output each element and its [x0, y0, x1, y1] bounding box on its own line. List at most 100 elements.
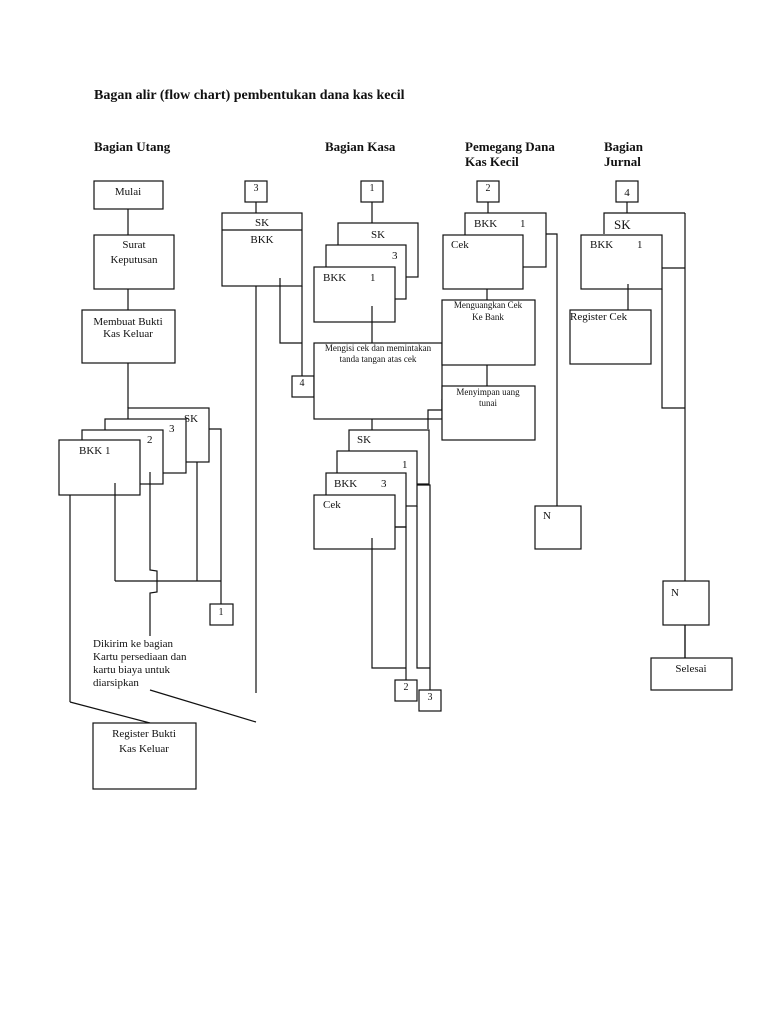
label-text: Kartu persediaan dan — [93, 651, 187, 663]
shape-box — [441, 299, 536, 366]
label-text: 1 — [637, 239, 643, 251]
membuat-label-1: Membuat Bukti — [93, 316, 162, 328]
column-header-pemegang-dana: Pemegang Dana Kas Kecil — [465, 139, 555, 169]
flow-line — [69, 701, 151, 724]
label-text: 2 — [404, 682, 409, 693]
shape-box — [81, 309, 176, 364]
label-text: BKK — [323, 272, 346, 284]
label-text: 2 — [147, 434, 153, 446]
shape-box — [418, 689, 442, 712]
shape-box — [394, 679, 418, 702]
label-text: 4 — [300, 378, 305, 389]
label-text: Cek — [451, 239, 469, 251]
column-header-bagian-kasa: Bagian Kasa — [325, 139, 396, 154]
label-text: Register Bukti — [112, 728, 176, 740]
jurnal-document-stack: SK BKK 1 — [580, 212, 685, 290]
connector-3-top: 3 — [244, 180, 268, 203]
start-terminal: Mulai — [93, 180, 164, 210]
label-text: Mengisi cek dan memintakan — [325, 343, 432, 353]
surat-label-2: Keputusan — [110, 254, 158, 266]
label-text: 4 — [624, 187, 630, 199]
surat-label-1: Surat — [122, 239, 145, 251]
shape-box — [209, 603, 234, 626]
doc-cek — [313, 494, 396, 550]
shape-box — [569, 309, 652, 365]
connector-2-kasa: 2 — [394, 679, 418, 702]
label-text: BKK — [474, 218, 497, 230]
connector-4-jurnal: 4 — [615, 180, 639, 203]
utang-document-stack: SK 3 2 BKK 1 — [58, 407, 210, 496]
label-text: 2 — [486, 183, 491, 194]
label-text: diarsipkan — [93, 677, 139, 689]
doc-sk — [603, 212, 685, 234]
column-header-bagian-utang: Bagian Utang — [94, 139, 171, 154]
label-text: N — [543, 510, 551, 522]
label-text: Ke Bank — [472, 312, 504, 322]
shape-box — [313, 342, 443, 420]
flow-line — [149, 689, 257, 723]
label-text: N — [671, 587, 679, 599]
column-header-bagian-jurnal: Bagian Jurnal — [604, 139, 644, 169]
flow-line — [546, 233, 558, 506]
label-text: 1 — [370, 183, 375, 194]
label-text: SK — [614, 217, 631, 232]
doc-cek — [442, 234, 524, 290]
register-cek-box: Register Cek — [569, 309, 652, 365]
kasa-top-document-stack: SK 3 BKK 1 — [313, 222, 419, 323]
connector-4-utang: 4 — [291, 375, 315, 398]
label-text: 3 — [169, 423, 175, 435]
flow-line — [279, 278, 302, 344]
surat-keputusan-box: Surat Keputusan — [93, 234, 175, 290]
label-text: 3 — [428, 692, 433, 703]
label-text: Dikirim ke bagian — [93, 638, 174, 650]
shape-box — [93, 180, 164, 210]
shape-box — [662, 580, 710, 626]
shape-box — [221, 212, 303, 287]
connector-1-kasa: 1 — [360, 180, 384, 203]
label-text: 3 — [381, 478, 387, 490]
flow-line — [149, 472, 158, 636]
start-label: Mulai — [115, 186, 141, 198]
mengisi-cek-process: Mengisi cek dan memintakan tanda tangan … — [313, 342, 443, 420]
shape-box — [93, 234, 175, 290]
label-text: 1 — [370, 272, 376, 284]
label-text: 3 — [254, 183, 259, 194]
label-text: kartu biaya untuk — [93, 664, 170, 676]
label-text: Selesai — [675, 663, 706, 675]
label-text: BKK — [250, 234, 273, 246]
shape-box — [92, 722, 197, 790]
label-text: SK — [357, 434, 371, 446]
label-text: Menguangkan Cek — [454, 300, 523, 310]
connector-2-pemegang: 2 — [476, 180, 500, 203]
label-text: BKK — [334, 478, 357, 490]
kasa-bottom-document-stack: SK 1 BKK 3 Cek — [313, 429, 430, 550]
end-terminal: Selesai — [650, 657, 733, 691]
flow-line — [209, 428, 222, 604]
label-text: Kas Keluar — [119, 743, 169, 755]
flow-line — [371, 538, 406, 669]
label-text: Menyimpan uang — [456, 387, 520, 397]
file-n-jurnal: N — [662, 580, 710, 626]
label-text: SK — [255, 217, 269, 229]
label-text: 1 — [402, 459, 408, 471]
sk-bkk-document: SK BKK — [221, 212, 303, 287]
label-text: SK — [184, 413, 198, 425]
membuat-label-2: Kas Keluar — [103, 328, 153, 340]
flow-line — [417, 484, 431, 690]
label-text: tunai — [479, 398, 497, 408]
file-n-pemegang: N — [534, 505, 582, 550]
label-text: Cek — [323, 499, 341, 511]
flow-line — [661, 289, 685, 409]
flow-line — [395, 526, 407, 680]
label-text: BKK — [590, 239, 613, 251]
menyimpan-uang-process: Menyimpan uang tunai — [441, 385, 536, 441]
page-title: Bagan alir (flow chart) pembentukan dana… — [94, 88, 405, 103]
label-text: BKK 1 — [79, 445, 110, 457]
membuat-bukti-process: Membuat Bukti Kas Keluar — [81, 309, 176, 364]
shape-box — [534, 505, 582, 550]
label-text: Register Cek — [570, 311, 628, 323]
doc-bkk-1 — [58, 439, 141, 496]
menguangkan-cek-process: Menguangkan Cek Ke Bank — [441, 299, 536, 366]
connector-3-kasa: 3 — [418, 689, 442, 712]
label-text: SK — [371, 229, 385, 241]
